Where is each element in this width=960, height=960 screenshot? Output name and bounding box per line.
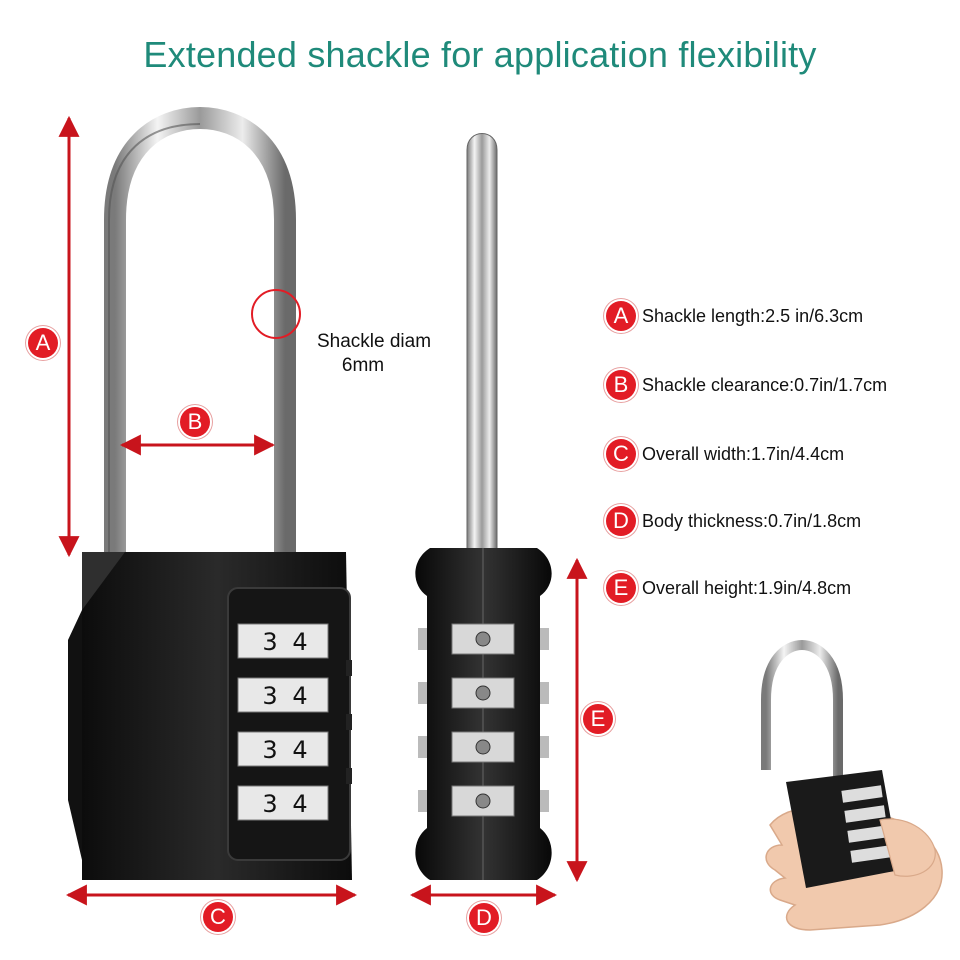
callout-line-2: 6mm xyxy=(341,355,385,376)
svg-text:4: 4 xyxy=(292,682,307,710)
marker-a: A xyxy=(28,328,58,358)
spec-badge-d: D xyxy=(606,506,636,536)
spec-c: C Overall width:1.7in/4.4cm xyxy=(606,438,844,470)
spec-badge-c: C xyxy=(606,439,636,469)
side-dials xyxy=(451,623,515,817)
spec-b: B Shackle clearance:0.7in/1.7cm xyxy=(606,369,887,401)
spec-badge-b: B xyxy=(606,370,636,400)
svg-text:4: 4 xyxy=(292,790,307,818)
spec-text-b: Shackle clearance:0.7in/1.7cm xyxy=(642,374,888,395)
front-dial-1: 3 4 xyxy=(237,623,329,659)
spec-d: D Body thickness:0.7in/1.8cm xyxy=(606,505,861,537)
side-padlock xyxy=(415,133,552,880)
front-shackle xyxy=(104,106,296,560)
spec-badge-e: E xyxy=(606,573,636,603)
page-title: Extended shackle for application flexibi… xyxy=(143,34,817,75)
marker-e: E xyxy=(583,704,613,734)
svg-text:4: 4 xyxy=(292,736,307,764)
svg-text:3: 3 xyxy=(262,628,277,656)
spec-badge-a: A xyxy=(606,301,636,331)
spec-e: E Overall height:1.9in/4.8cm xyxy=(606,572,851,604)
front-dial-3: 3 4 xyxy=(237,731,329,767)
diameter-circle xyxy=(251,289,301,339)
marker-d: D xyxy=(469,903,499,933)
spec-text-c: Overall width:1.7in/4.4cm xyxy=(642,443,845,464)
front-dial-2: 3 4 xyxy=(237,677,329,713)
svg-text:3: 3 xyxy=(262,682,277,710)
svg-text:4: 4 xyxy=(292,628,307,656)
front-dials: 3 4 3 4 3 4 3 4 xyxy=(237,623,329,821)
spec-text-a: Shackle length:2.5 in/6.3cm xyxy=(642,305,864,326)
front-padlock: 3 4 3 4 3 4 3 4 xyxy=(68,106,352,880)
svg-text:3: 3 xyxy=(262,736,277,764)
marker-b: B xyxy=(180,407,210,437)
shackle-diameter-callout: Shackle diam 6mm xyxy=(304,330,444,378)
side-shackle xyxy=(466,133,498,555)
callout-line-1: Shackle diam xyxy=(316,331,432,352)
front-dial-4: 3 4 xyxy=(237,785,329,821)
spec-a: A Shackle length:2.5 in/6.3cm xyxy=(606,300,863,332)
spec-text-e: Overall height:1.9in/4.8cm xyxy=(642,577,852,598)
inset-shackle xyxy=(761,639,843,790)
marker-c: C xyxy=(203,902,233,932)
hand-holding-lock xyxy=(761,639,943,931)
svg-text:3: 3 xyxy=(262,790,277,818)
spec-text-d: Body thickness:0.7in/1.8cm xyxy=(642,510,862,531)
